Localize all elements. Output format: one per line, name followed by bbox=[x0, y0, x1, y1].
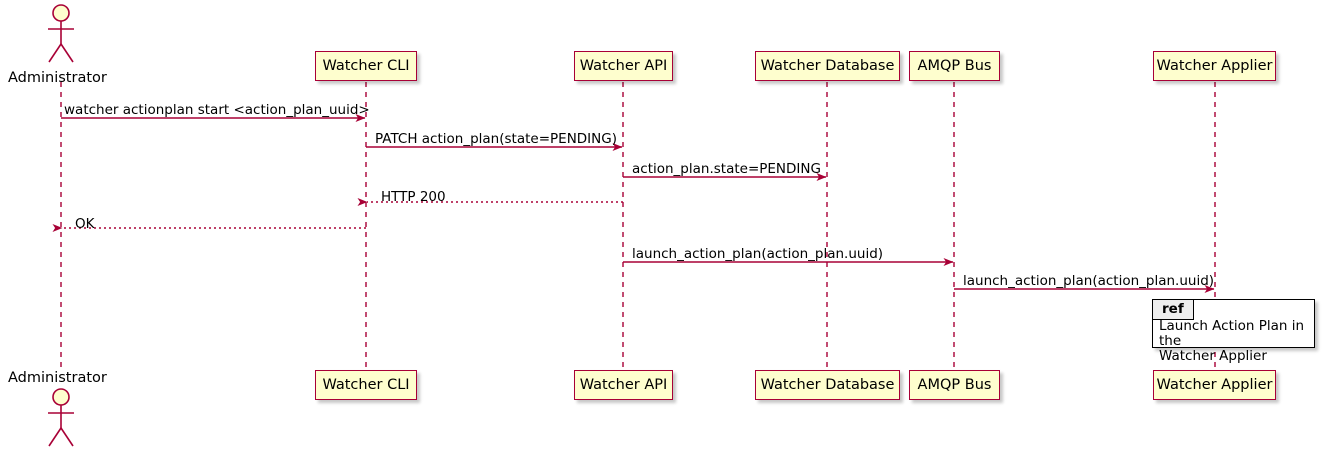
actor-label-administrator-top: Administrator bbox=[8, 70, 107, 86]
participant-label-amqp-bus-bottom: AMQP Bus bbox=[917, 377, 992, 393]
actor-head-top bbox=[52, 4, 70, 22]
participant-label-watcher-database-bottom: Watcher Database bbox=[760, 377, 895, 393]
participant-box-watcher-cli-top: Watcher CLI bbox=[315, 51, 417, 81]
message-label-msg-2: PATCH action_plan(state=PENDING) bbox=[375, 131, 617, 147]
participant-box-watcher-database-top: Watcher Database bbox=[755, 51, 900, 81]
message-label-msg-4: HTTP 200 bbox=[381, 189, 446, 205]
participant-label-watcher-cli-top: Watcher CLI bbox=[322, 58, 410, 74]
participant-box-watcher-api-bottom: Watcher API bbox=[574, 370, 673, 400]
participant-label-watcher-applier-bottom: Watcher Applier bbox=[1156, 377, 1273, 393]
participant-label-watcher-api-bottom: Watcher API bbox=[579, 377, 668, 393]
ref-fragment-tab-label: ref bbox=[1153, 300, 1194, 320]
message-label-msg-3: action_plan.state=PENDING bbox=[632, 161, 821, 177]
participant-box-watcher-api-top: Watcher API bbox=[574, 51, 673, 81]
actor-figure-top bbox=[48, 4, 74, 63]
actor-leg-right-bottom bbox=[60, 427, 74, 447]
participant-box-watcher-applier-top: Watcher Applier bbox=[1153, 51, 1276, 81]
participant-label-watcher-api-top: Watcher API bbox=[579, 58, 668, 74]
message-arrows-group bbox=[52, 114, 1215, 293]
participant-box-amqp-bus-bottom: AMQP Bus bbox=[909, 370, 1000, 400]
actor-leg-left-top bbox=[48, 43, 62, 63]
participant-box-watcher-database-bottom: Watcher Database bbox=[755, 370, 900, 400]
actor-head-bottom bbox=[52, 388, 70, 406]
message-label-msg-6: launch_action_plan(action_plan.uuid) bbox=[632, 246, 884, 262]
actor-leg-right-top bbox=[60, 43, 74, 63]
message-label-msg-5: OK bbox=[75, 216, 95, 232]
participant-box-watcher-cli-bottom: Watcher CLI bbox=[315, 370, 417, 400]
participant-box-watcher-applier-bottom: Watcher Applier bbox=[1153, 370, 1276, 400]
actor-leg-left-bottom bbox=[48, 427, 62, 447]
participant-label-watcher-cli-bottom: Watcher CLI bbox=[322, 377, 410, 393]
participant-label-watcher-applier-top: Watcher Applier bbox=[1156, 58, 1273, 74]
participant-label-watcher-database-top: Watcher Database bbox=[760, 58, 895, 74]
actor-label-administrator-bottom: Administrator bbox=[8, 370, 107, 386]
actor-figures-group bbox=[48, 4, 74, 447]
lifelines-group bbox=[60, 82, 1216, 370]
ref-fragment-body-text: Launch Action Plan in the Watcher Applie… bbox=[1159, 318, 1305, 364]
participant-box-amqp-bus-top: AMQP Bus bbox=[909, 51, 1000, 81]
message-label-msg-1: watcher actionplan start <action_plan_uu… bbox=[64, 102, 370, 118]
actor-figure-bottom bbox=[48, 388, 74, 447]
participant-label-amqp-bus-top: AMQP Bus bbox=[917, 58, 992, 74]
ref-fragment: ref Launch Action Plan in the Watcher Ap… bbox=[1152, 299, 1315, 364]
message-label-msg-7: launch_action_plan(action_plan.uuid) bbox=[963, 273, 1215, 289]
